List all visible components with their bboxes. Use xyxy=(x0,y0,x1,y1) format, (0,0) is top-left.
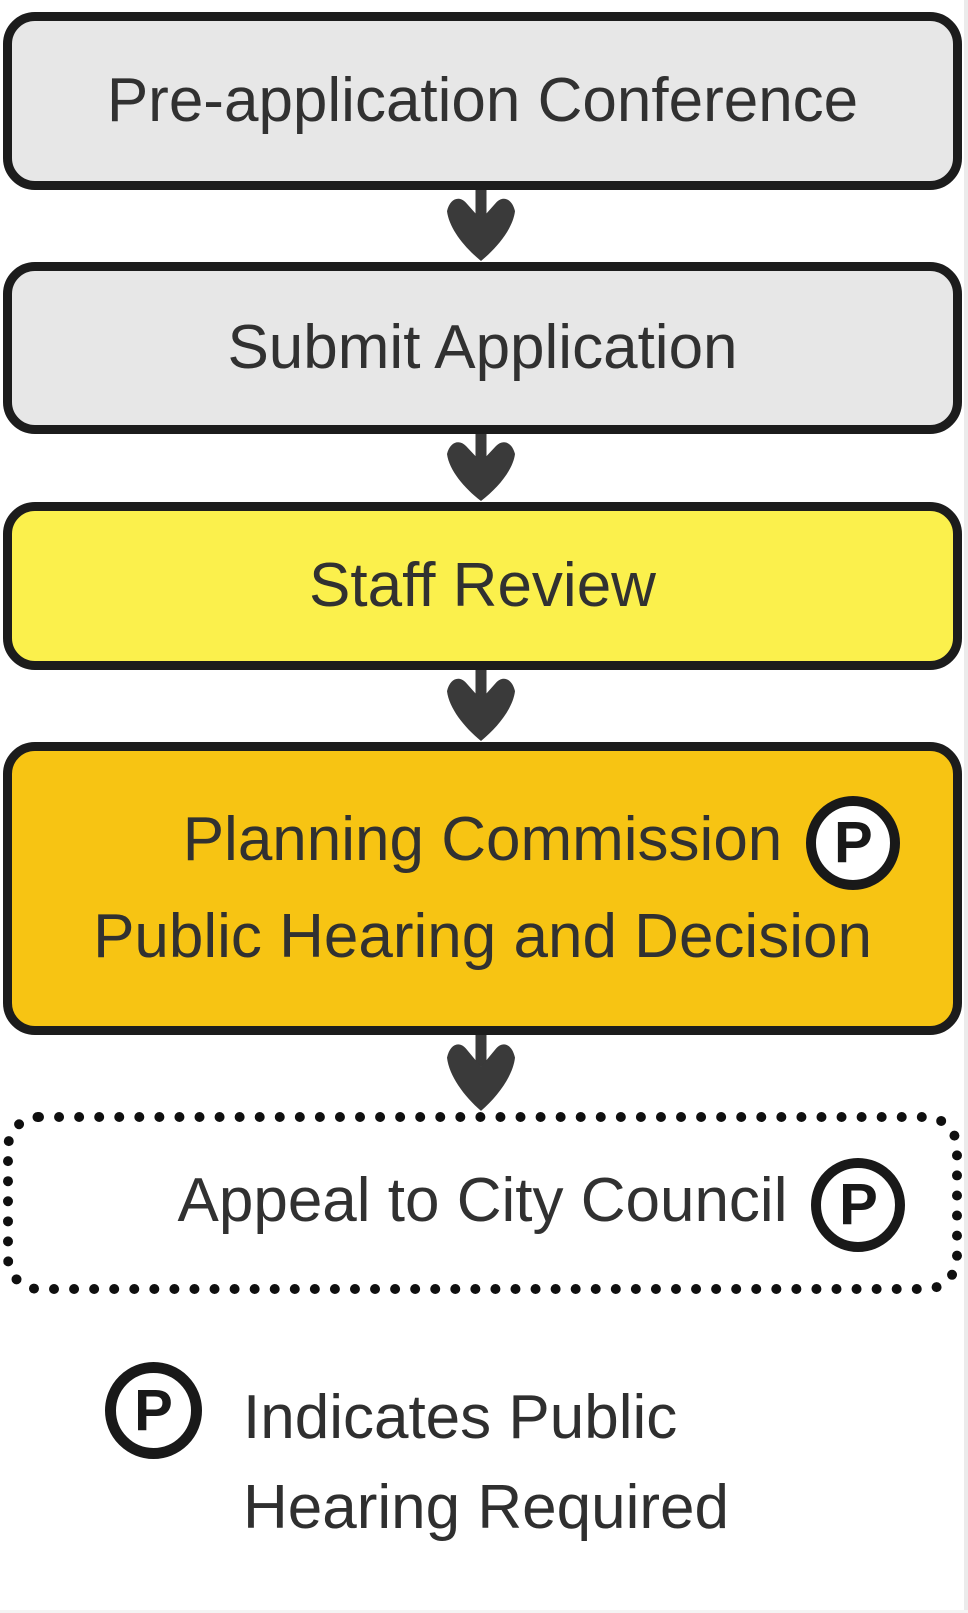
flow-arrow-down-icon xyxy=(447,670,515,741)
flow-arrow-down-icon xyxy=(447,1035,515,1111)
legend: P Indicates Public Hearing Required xyxy=(105,1360,729,1553)
legend-label-line-2: Hearing Required xyxy=(243,1473,729,1542)
legend-p-icon: P xyxy=(105,1362,202,1459)
step-label: Submit Application xyxy=(227,313,738,382)
legend-label-line-1: Indicates Public xyxy=(243,1383,678,1452)
public-hearing-p-icon: P xyxy=(811,1157,906,1252)
legend-label: Indicates Public Hearing Required xyxy=(243,1373,729,1553)
screenshot-right-edge xyxy=(964,0,968,1613)
step-label-line-2: Public Hearing and Decision xyxy=(93,902,872,972)
flow-arrow-down-icon xyxy=(447,190,515,261)
step-box-pre-application-conference: Pre-application Conference xyxy=(3,12,962,190)
step-box-submit-application: Submit Application xyxy=(3,262,962,434)
public-hearing-p-icon: P xyxy=(806,796,901,891)
step-box-staff-review: Staff Review xyxy=(3,502,962,670)
flow-arrow-down-icon xyxy=(447,434,515,501)
screenshot-bottom-edge xyxy=(0,1610,968,1613)
step-label: Pre-application Conference xyxy=(106,66,859,135)
step-label: Staff Review xyxy=(309,551,656,620)
